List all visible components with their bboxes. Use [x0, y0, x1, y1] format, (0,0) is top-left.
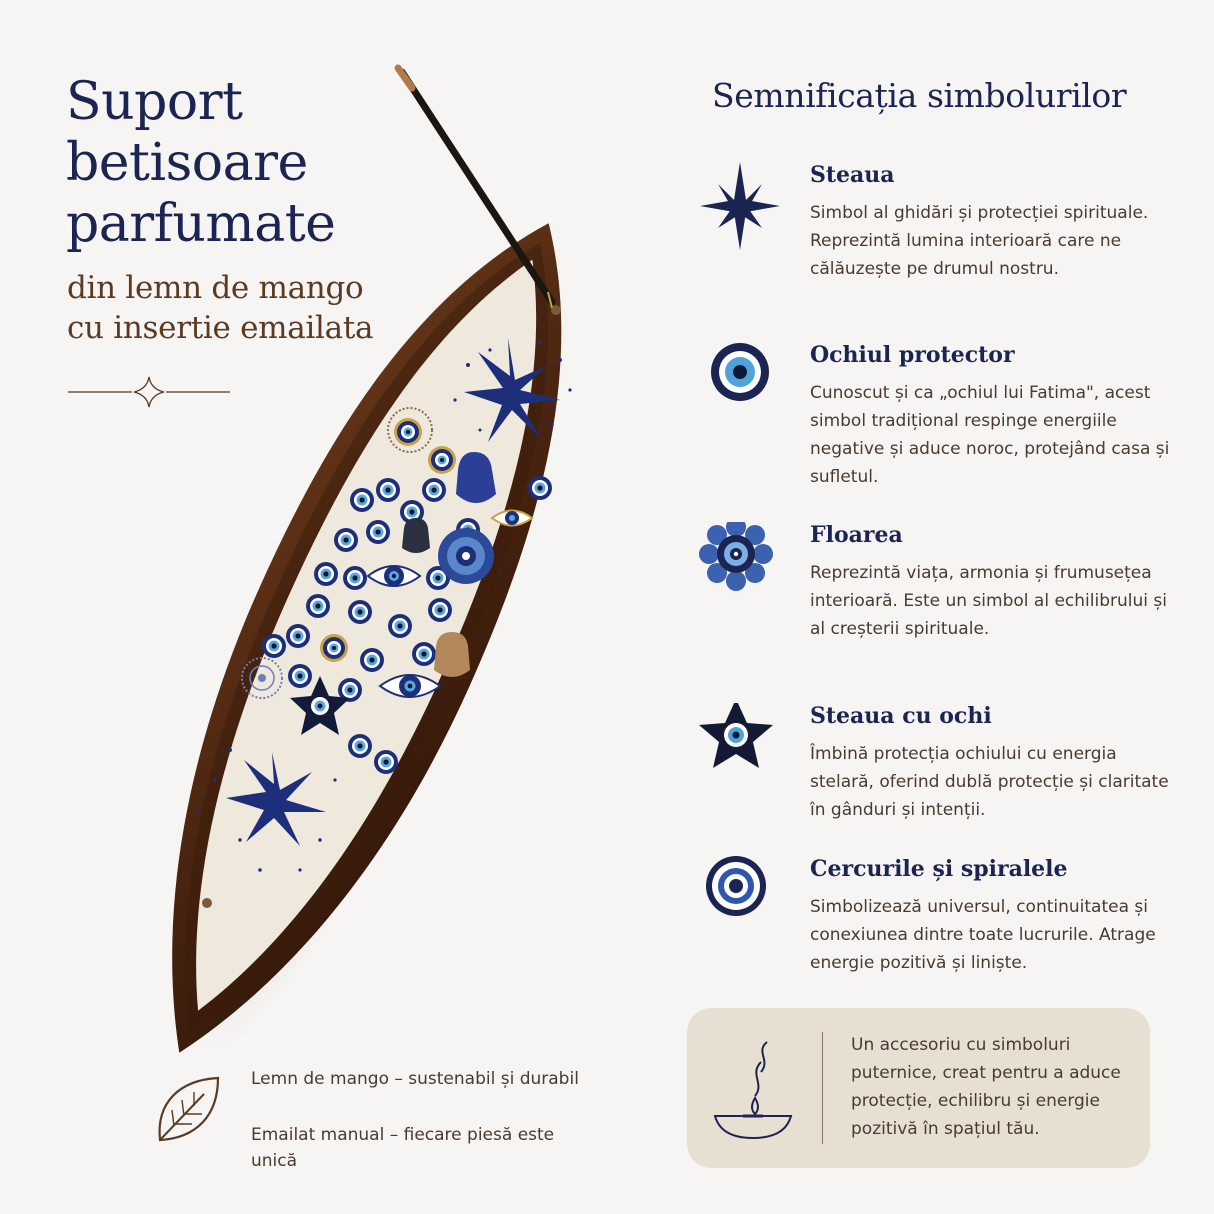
product-subtitle-line: cu insertie emailata: [67, 310, 374, 346]
ornament-divider: [68, 376, 230, 408]
info-box-text: Un accesoriu cu simboluri puternice, cre…: [851, 1035, 1121, 1139]
symbol-title: Steaua: [810, 162, 895, 188]
evil-eye-icon: [711, 343, 769, 401]
symbol-title: Floarea: [810, 522, 903, 548]
symbol-title: Ochiul protector: [810, 342, 1015, 368]
symbols-section-title: Semnificația simbolurilor: [712, 76, 1127, 115]
product-subtitle-line: din lemn de mango: [67, 270, 364, 306]
product-title-line: betisoare: [66, 133, 308, 193]
symbol-title: Cercurile și spiralele: [810, 856, 1068, 882]
symbol-title: Steaua cu ochi: [810, 703, 992, 729]
info-box-divider: [822, 1032, 823, 1144]
symbol-description: Simbol al ghidări și protecției spiritua…: [810, 203, 1149, 279]
product-subtitle: din lemn de mango cu insertie emailata: [67, 268, 373, 348]
feature-item: Emailat manual – fiecare piesă este unic…: [251, 1125, 555, 1171]
product-title-line: Suport: [66, 72, 243, 132]
leaf-icon: [158, 1076, 220, 1142]
candle-icon: [713, 1041, 793, 1140]
flower-icon: [699, 522, 773, 591]
symbol-description: Simbolizează universul, continuitatea și…: [810, 897, 1156, 973]
star-icon: [700, 162, 780, 250]
feature-item: Lemn de mango – sustenabil și durabil: [251, 1069, 579, 1089]
star-eye-icon: [699, 703, 773, 768]
symbol-description: Reprezintă viața, armonia și frumusețea …: [810, 563, 1167, 639]
product-title-line: parfumate: [66, 194, 336, 254]
concentric-circles-icon: [706, 856, 766, 916]
product-title: Suport betisoare parfumate: [66, 72, 336, 255]
info-box: Un accesoriu cu simboluri puternice, cre…: [687, 1008, 1150, 1168]
symbol-description: Îmbină protecția ochiului cu energia ste…: [810, 744, 1169, 820]
sparkle-icon: [133, 376, 165, 408]
symbol-description: Cunoscut și ca „ochiul lui Fatima", aces…: [810, 383, 1170, 487]
